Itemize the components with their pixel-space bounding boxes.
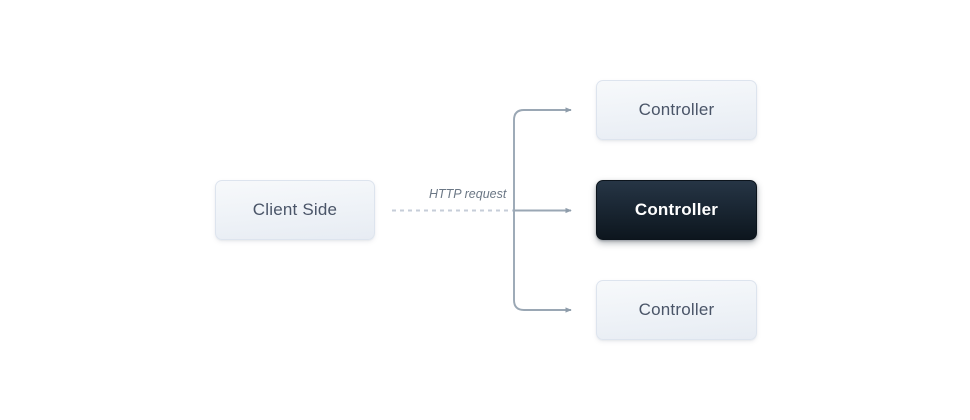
node-client-side[interactable]: Client Side bbox=[215, 180, 375, 240]
node-controller-bottom[interactable]: Controller bbox=[596, 280, 757, 340]
node-controller-middle-label: Controller bbox=[634, 200, 719, 219]
edge-trunk-to-controller-top bbox=[513, 107, 572, 211]
node-client-side-label: Client Side bbox=[252, 200, 338, 219]
node-controller-bottom-label: Controller bbox=[638, 300, 715, 319]
node-controller-top[interactable]: Controller bbox=[596, 80, 757, 140]
edge-trunk-to-controller-bottom bbox=[513, 210, 572, 313]
node-controller-middle[interactable]: Controller bbox=[596, 180, 757, 240]
node-controller-top-label: Controller bbox=[638, 100, 715, 119]
http-request-label: HTTP request bbox=[429, 187, 507, 201]
